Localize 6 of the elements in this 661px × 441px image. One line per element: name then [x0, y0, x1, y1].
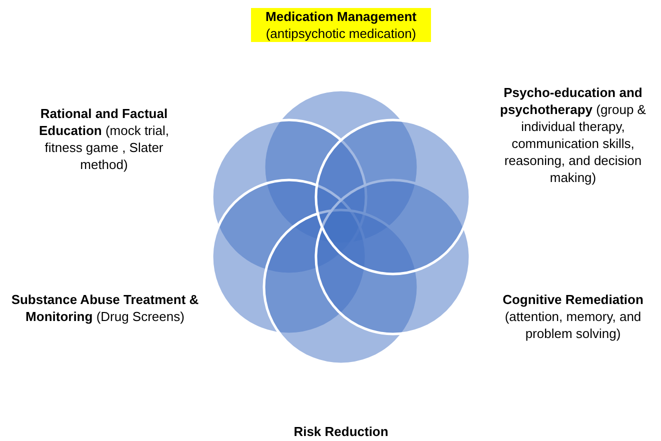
category-label: Risk Reduction — [292, 423, 390, 440]
category-label: Substance Abuse Treatment & Monitoring (Drug Screens) — [10, 291, 200, 325]
category-label: Rational and Factual Education (mock trial, fitness game , Slater method) — [38, 105, 170, 173]
highlighted-label: Medication Management (antipsychotic medication) — [251, 8, 431, 42]
category-label: Psycho-education and psychotherapy (group & individual therapy, communication skills, reasoning, and decision making) — [499, 84, 647, 186]
category-label: Cognitive Remediation (attention, memory, and problem solving) — [502, 291, 644, 342]
